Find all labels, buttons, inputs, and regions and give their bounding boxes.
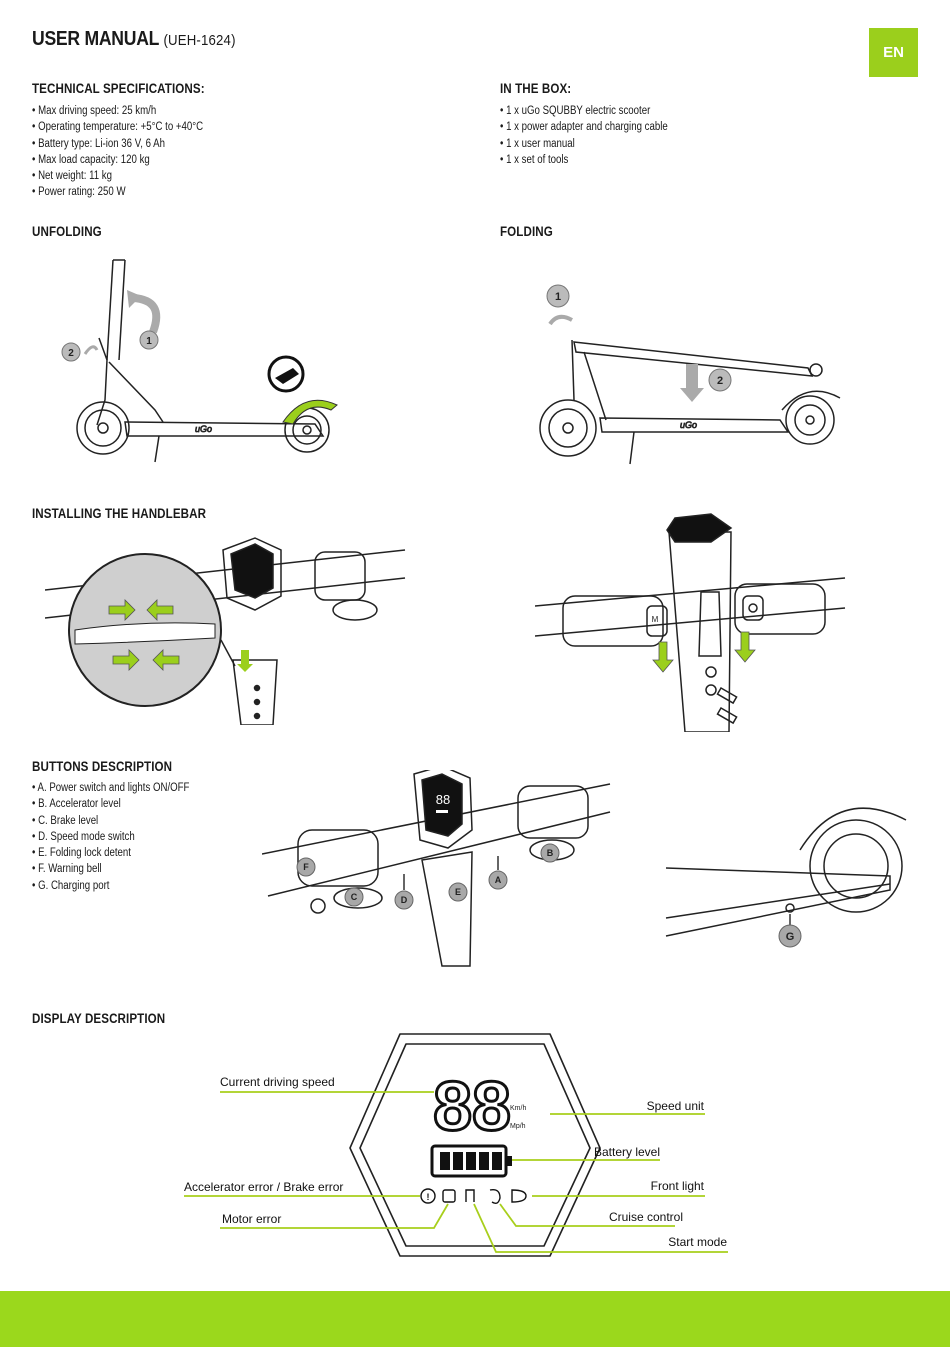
page-title: USER MANUAL (UEH-1624) (32, 28, 236, 51)
callout-f: F (303, 862, 309, 872)
label-cruise-control: Cruise control (609, 1210, 683, 1224)
handlebar-install-left-illustration (45, 537, 406, 725)
folding-illustration: uGo 1 2 (539, 284, 841, 465)
list-item: 1 x user manual (500, 136, 668, 152)
buttons-handlebar-illustration: 88 F C D E A B (262, 770, 611, 967)
list-item: A. Power switch and lights ON/OFF (32, 780, 190, 796)
front-light-icon (511, 1189, 527, 1203)
model-number: (UEH-1624) (163, 32, 236, 49)
list-item: 1 x power adapter and charging cable (500, 119, 668, 135)
fold-step-2: 2 (717, 375, 723, 387)
list-item: 1 x set of tools (500, 152, 668, 168)
handlebar-install-right-illustration: M (535, 513, 846, 732)
unit-kmh: Km/h (510, 1105, 526, 1112)
start-mode-icon (465, 1189, 475, 1202)
svg-text:uGo: uGo (195, 424, 212, 434)
label-front-light: Front light (651, 1179, 705, 1193)
in-the-box-list: 1 x uGo SQUBBY electric scooter 1 x powe… (500, 103, 668, 168)
list-item: G. Charging port (32, 878, 189, 894)
charging-port-illustration: G (665, 807, 907, 948)
unit-mph: Mp/h (510, 1123, 526, 1130)
list-item: D. Speed mode switch (32, 829, 189, 845)
fold-step-1: 1 (555, 291, 561, 303)
callout-e: E (455, 887, 461, 897)
callout-c: C (351, 892, 358, 902)
list-item: C. Brake level (32, 813, 189, 829)
unfold-step-1: 1 (146, 336, 152, 347)
language-badge: EN (869, 28, 918, 77)
warning-icon (420, 1188, 436, 1204)
unfolding-heading: UNFOLDING (32, 224, 102, 239)
list-item: Battery type: Li-ion 36 V, 6 Ah (32, 136, 203, 152)
unfold-step-2: 2 (68, 348, 74, 359)
label-start-mode: Start mode (668, 1235, 727, 1249)
speed-digits: 88 (433, 1067, 511, 1145)
label-speed-unit: Speed unit (647, 1099, 705, 1113)
tech-specs-heading: TECHNICAL SPECIFICATIONS: (32, 81, 205, 96)
svg-text:!: ! (427, 1192, 430, 1202)
list-item: E. Folding lock detent (32, 845, 189, 861)
handlebar-heading: INSTALLING THE HANDLEBAR (32, 506, 207, 521)
list-item: B. Accelerator level (32, 796, 189, 812)
label-battery-level: Battery level (594, 1145, 660, 1159)
svg-text:88: 88 (436, 792, 450, 807)
list-item: 1 x uGo SQUBBY electric scooter (500, 103, 668, 119)
svg-text:uGo: uGo (680, 420, 697, 430)
callout-b: B (547, 848, 554, 858)
label-accel-brake-error: Accelerator error / Brake error (184, 1180, 343, 1194)
list-item: Max load capacity: 120 kg (32, 152, 203, 168)
label-current-speed: Current driving speed (220, 1075, 335, 1089)
list-item: Operating temperature: +5°C to +40°C (32, 119, 203, 135)
display-diagram: 88 Km/h Mp/h ! Current driving speed Spe… (184, 1033, 728, 1257)
svg-text:M: M (652, 615, 659, 624)
unfolding-illustration: uGo 1 2 (61, 259, 338, 463)
footer-band (0, 1291, 950, 1347)
in-the-box-heading: IN THE BOX: (500, 81, 572, 96)
callout-g: G (786, 931, 795, 943)
list-item: Max driving speed: 25 km/h (32, 103, 203, 119)
motor-icon (442, 1189, 456, 1203)
folding-heading: FOLDING (500, 224, 553, 239)
callout-d: D (401, 895, 408, 905)
manual-title: USER MANUAL (32, 28, 159, 50)
list-item: Net weight: 11 kg (32, 168, 203, 184)
callout-a: A (495, 875, 502, 885)
tech-specs-list: Max driving speed: 25 km/h Operating tem… (32, 103, 203, 201)
buttons-heading: BUTTONS DESCRIPTION (32, 759, 173, 774)
display-heading: DISPLAY DESCRIPTION (32, 1011, 166, 1026)
label-motor-error: Motor error (222, 1212, 281, 1226)
cruise-icon (489, 1188, 501, 1205)
list-item: F. Warning bell (32, 861, 189, 877)
list-item: Power rating: 250 W (32, 184, 203, 200)
buttons-list: A. Power switch and lights ON/OFF B. Acc… (32, 780, 190, 894)
